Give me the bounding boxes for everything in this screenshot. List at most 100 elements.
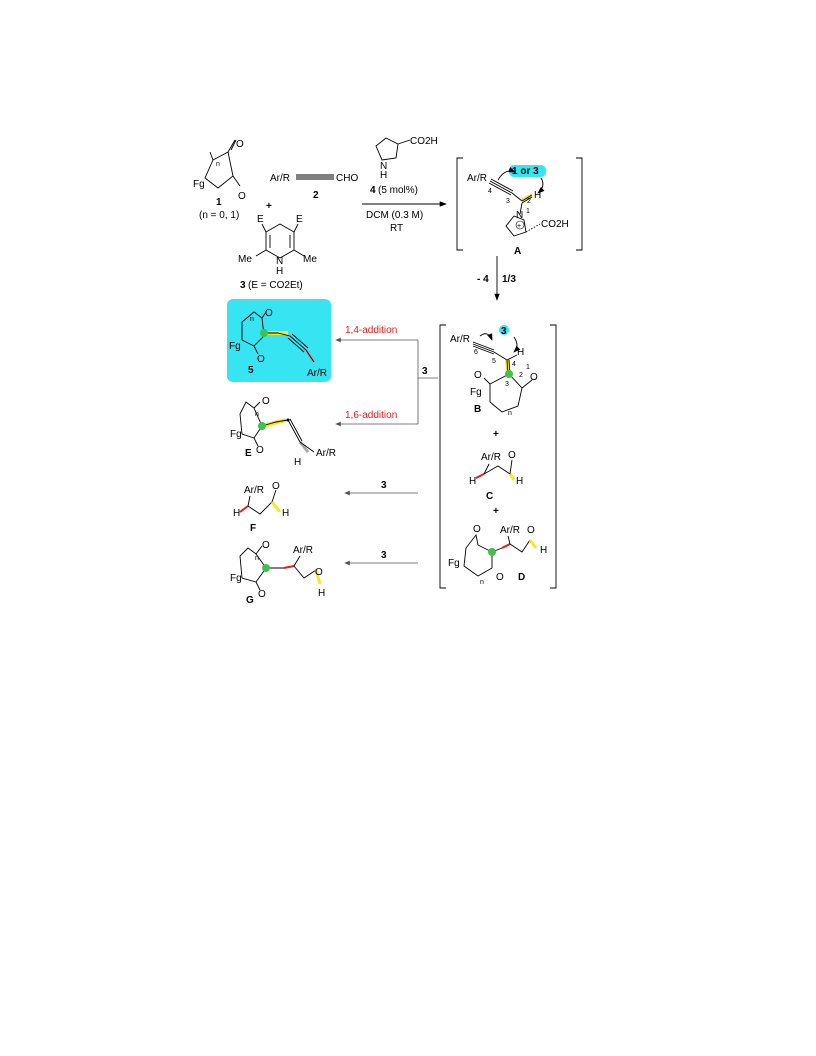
g-n: n <box>255 555 259 562</box>
d-h: H <box>540 545 547 556</box>
cmp1-o-top: O <box>236 139 244 150</box>
cmp1-note: (n = 0, 1) <box>199 210 239 221</box>
f-label: F <box>250 523 256 534</box>
g-green-dot <box>262 564 270 572</box>
cmp3-e-left: E <box>257 214 264 225</box>
cmp1-fg: Fg <box>193 179 205 190</box>
path2-label: 1,6-addition <box>345 410 397 421</box>
p5-fg: Fg <box>229 341 241 352</box>
d-n: n <box>480 579 484 586</box>
b-pos-6: 6 <box>474 349 478 356</box>
intermediate-c: Ar/R H O H C <box>469 450 523 502</box>
bracket-left <box>439 324 446 589</box>
c-label: C <box>486 491 493 502</box>
e-n: n <box>255 411 259 418</box>
a-pos-4: 4 <box>488 188 492 195</box>
b-arr: Ar/R <box>450 334 470 345</box>
f-h-right: H <box>282 508 289 519</box>
e-green-dot <box>258 422 266 430</box>
c-h-right: H <box>516 476 523 487</box>
badge-b <box>499 325 509 335</box>
compound-2: Ar/R CHO 2 <box>270 173 358 201</box>
cmp3-me-left: Me <box>238 254 252 265</box>
cmp3-e-right: E <box>296 214 303 225</box>
product-g: O Ar/R n Fg O O H G <box>230 540 325 606</box>
split-reagent: 3 <box>422 366 428 377</box>
p5-o-top: O <box>265 308 273 319</box>
a-plus-circle <box>515 220 525 230</box>
cmp1-label: 1 <box>216 197 222 208</box>
g-o-bottom: O <box>258 589 266 600</box>
cat-temp: RT <box>390 223 403 234</box>
p5-n: n <box>250 316 254 323</box>
cmp2-right: CHO <box>336 173 358 184</box>
product-e: O O n Fg H Ar/R E <box>230 396 336 468</box>
p5-green-dot <box>260 329 268 337</box>
plus-c-d: + <box>493 506 499 517</box>
compound-1: O O n Fg 1 (n = 0, 1) <box>193 139 246 221</box>
b-o-right: O <box>530 372 538 383</box>
cmp1-n: n <box>216 161 220 168</box>
b-h: H <box>517 347 524 358</box>
cmp3-h: H <box>276 266 283 277</box>
b-label: B <box>474 404 481 415</box>
e-o-top: O <box>262 396 270 407</box>
badge-a <box>509 165 546 177</box>
b-pos-1: 1 <box>526 364 530 371</box>
b-pos-4: 4 <box>512 361 516 368</box>
b-attack: 3 <box>501 326 507 337</box>
d-arr: Ar/R <box>500 525 520 536</box>
b-fg: Fg <box>470 387 482 398</box>
b-o-left: O <box>474 370 482 381</box>
d-fg: Fg <box>448 558 460 569</box>
product-5-highlight <box>227 299 331 382</box>
d-o-right: O <box>527 525 535 536</box>
p5-arr: Ar/R <box>307 368 327 379</box>
g-reagent: 3 <box>381 550 387 561</box>
cat-solvent: DCM (0.3 M) <box>366 210 423 221</box>
cat-n: N <box>380 161 387 172</box>
cat-label: 4 <box>370 185 376 196</box>
e-o-bottom: O <box>256 445 264 456</box>
e-arr: Ar/R <box>316 448 336 459</box>
bracket-right <box>550 324 557 589</box>
g-arr: Ar/R <box>293 545 313 556</box>
a-attack: 1 or 3 <box>512 166 539 177</box>
step-reagent: 1/3 <box>502 274 516 285</box>
cmp3-n: N <box>276 256 283 267</box>
c-arr: Ar/R <box>481 452 501 463</box>
f-arr: Ar/R <box>244 485 264 496</box>
plus-1-2: + <box>266 201 272 212</box>
step-minus: - 4 <box>477 274 489 285</box>
path1-label: 1,4-addition <box>345 325 397 336</box>
intermediate-d: O Ar/R O H Fg O n D <box>448 524 547 586</box>
compound-3: E E Me Me N H 3 (E = CO2Et) <box>238 214 317 291</box>
d-o-top: O <box>473 524 481 535</box>
d-green-dot <box>488 548 496 556</box>
a-arr: Ar/R <box>467 173 487 184</box>
cmp1-o-bottom: O <box>238 191 246 202</box>
b-pos-3: 3 <box>505 381 509 388</box>
e-h: H <box>294 457 301 468</box>
c-h-left: H <box>469 476 476 487</box>
f-o: O <box>272 481 280 492</box>
intermediate-b: 3 Ar/R H O O Fg n 6 5 4 3 2 1 B <box>450 325 538 417</box>
cmp2-label: 2 <box>313 190 319 201</box>
f-reagent: 3 <box>381 480 387 491</box>
a-h: H <box>534 190 541 201</box>
cat-loading: (5 mol%) <box>378 185 418 196</box>
cat-h: H <box>380 170 387 181</box>
cmp3-me-right: Me <box>303 254 317 265</box>
p5-o-bottom: O <box>257 354 265 365</box>
b-pos-5: 5 <box>492 358 496 365</box>
d-o-bottom: O <box>496 572 504 583</box>
g-fg: Fg <box>230 573 242 584</box>
cmp3-label: 3 <box>240 280 246 291</box>
a-pos-2: 2 <box>527 198 531 205</box>
c-o: O <box>508 450 516 461</box>
a-n: N <box>516 210 523 221</box>
b-n: n <box>508 410 512 417</box>
cmp2-left: Ar/R <box>270 173 290 184</box>
a-pos-3: 3 <box>506 198 510 205</box>
p5-label: 5 <box>248 365 254 376</box>
